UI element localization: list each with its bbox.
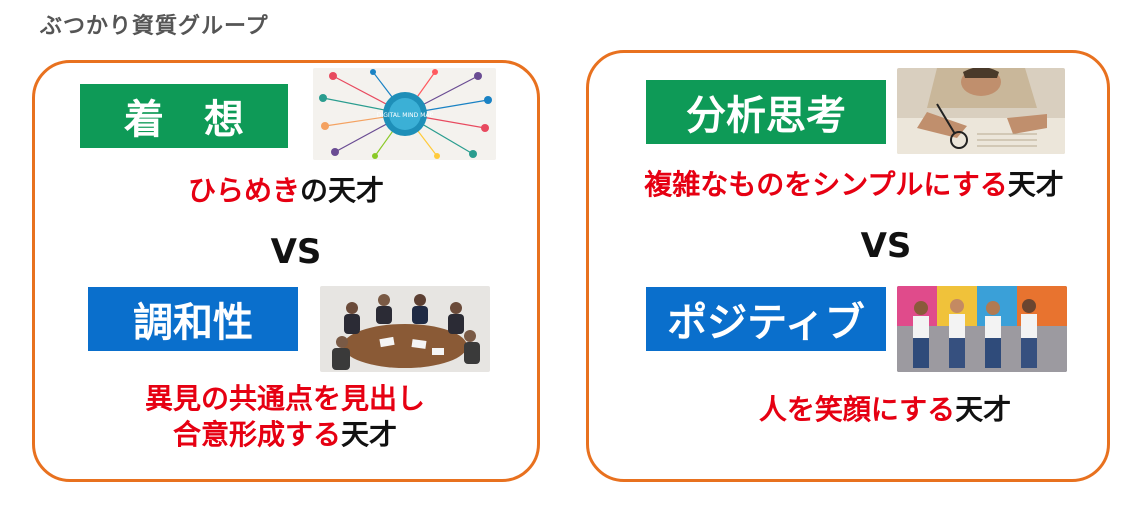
harmony-label: 調和性 xyxy=(88,287,298,351)
mind-map-center-text: DIGITAL MIND MAP xyxy=(377,112,434,119)
harmony-desc-line2-highlight: 合意形成する xyxy=(172,418,341,451)
positivity-desc-highlight: 人を笑顔にする xyxy=(758,393,956,426)
meeting-image xyxy=(320,286,490,372)
positivity-desc-rest: 天才 xyxy=(955,393,1012,426)
positivity-description: 人を笑顔にする天才 xyxy=(660,391,1110,429)
idea-label: 着 想 xyxy=(80,84,288,148)
idea-label-text: 着 想 xyxy=(124,97,244,143)
harmony-description: 異見の共通点を見出し 合意形成する天才 xyxy=(80,381,490,453)
analytical-desc-rest: 天才 xyxy=(1007,168,1064,201)
right-vs: VS xyxy=(860,226,912,266)
analytical-description: 複雑なものをシンプルにする天才 xyxy=(606,166,1102,204)
idea-desc-highlight: ひらめき xyxy=(187,174,300,207)
left-vs: VS xyxy=(270,232,322,272)
page-title: ぶつかり資質グループ xyxy=(40,14,269,39)
analytical-label-text: 分析思考 xyxy=(686,93,846,139)
idea-description: ひらめきの天才 xyxy=(82,172,490,210)
analysis-image xyxy=(897,68,1065,154)
harmony-desc-line1: 異見の共通点を見出し xyxy=(144,382,425,415)
idea-desc-rest: の天才 xyxy=(300,174,385,207)
analytical-label: 分析思考 xyxy=(646,80,886,144)
analytical-desc-highlight: 複雑なものをシンプルにする xyxy=(644,168,1008,201)
mind-map-image: DIGITAL MIND MAP xyxy=(313,68,496,160)
positivity-label-text: ポジティブ xyxy=(667,300,865,346)
harmony-label-text: 調和性 xyxy=(133,300,253,346)
positivity-label: ポジティブ xyxy=(646,287,886,351)
harmony-desc-line2-rest: 天才 xyxy=(341,418,398,451)
smiling-people-image xyxy=(897,286,1067,372)
